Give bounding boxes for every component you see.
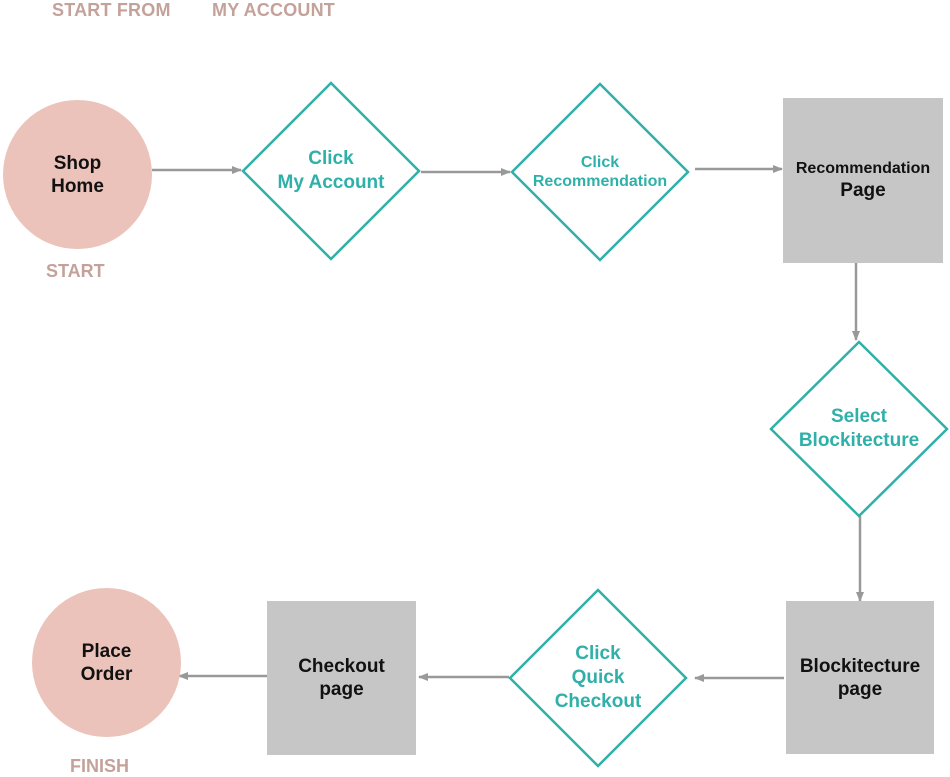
select-blockitecture-node: Select Blockitecture <box>769 340 949 518</box>
place-order-line1: Place <box>81 640 132 662</box>
place-order-node: Place Order <box>32 588 181 737</box>
start-caption: START <box>46 261 105 281</box>
blockitecture-page-line1: Blockitecture <box>799 655 921 677</box>
recommendation-page-node: Recommendation Page <box>783 98 943 263</box>
diamond-shape <box>508 588 688 768</box>
header-start-from: START FROM <box>52 0 171 20</box>
checkout-page-node: Checkout page <box>267 601 416 755</box>
checkout-page-line2: page <box>319 679 364 700</box>
diamond-shape <box>241 81 421 261</box>
click-recommendation-line1: Click <box>580 154 620 171</box>
click-my-account-line2: My Account <box>277 172 385 193</box>
select-blockitecture-line1: Select <box>831 406 887 427</box>
checkout-page-line1: Checkout <box>298 656 385 677</box>
place-order-line2: Order <box>80 663 133 685</box>
header-my-account: MY ACCOUNT <box>212 0 335 20</box>
click-recommendation-node: Click Recommendation <box>510 82 690 262</box>
click-quick-checkout-line3: Checkout <box>554 691 642 712</box>
diamond-shape <box>769 340 949 518</box>
blockitecture-page-line2: page <box>837 678 883 700</box>
blockitecture-page-node: Blockitecture page <box>786 601 934 754</box>
click-quick-checkout-line1: Click <box>575 643 621 664</box>
shop-home-node: Shop Home <box>3 100 152 249</box>
click-my-account-line1: Click <box>308 148 354 169</box>
recommendation-page-line2: Page <box>840 180 886 201</box>
diamond-shape <box>510 82 690 262</box>
finish-caption: FINISH <box>70 756 130 776</box>
click-quick-checkout-node: Click Quick Checkout <box>508 588 688 768</box>
select-blockitecture-line2: Blockitecture <box>798 430 920 451</box>
click-my-account-node: Click My Account <box>241 81 421 261</box>
shop-home-line2: Home <box>51 175 104 197</box>
recommendation-page-line1: Recommendation <box>795 160 931 177</box>
click-recommendation-line2: Recommendation <box>532 173 668 190</box>
click-quick-checkout-line2: Quick <box>571 667 625 688</box>
shop-home-line1: Shop <box>53 152 102 174</box>
